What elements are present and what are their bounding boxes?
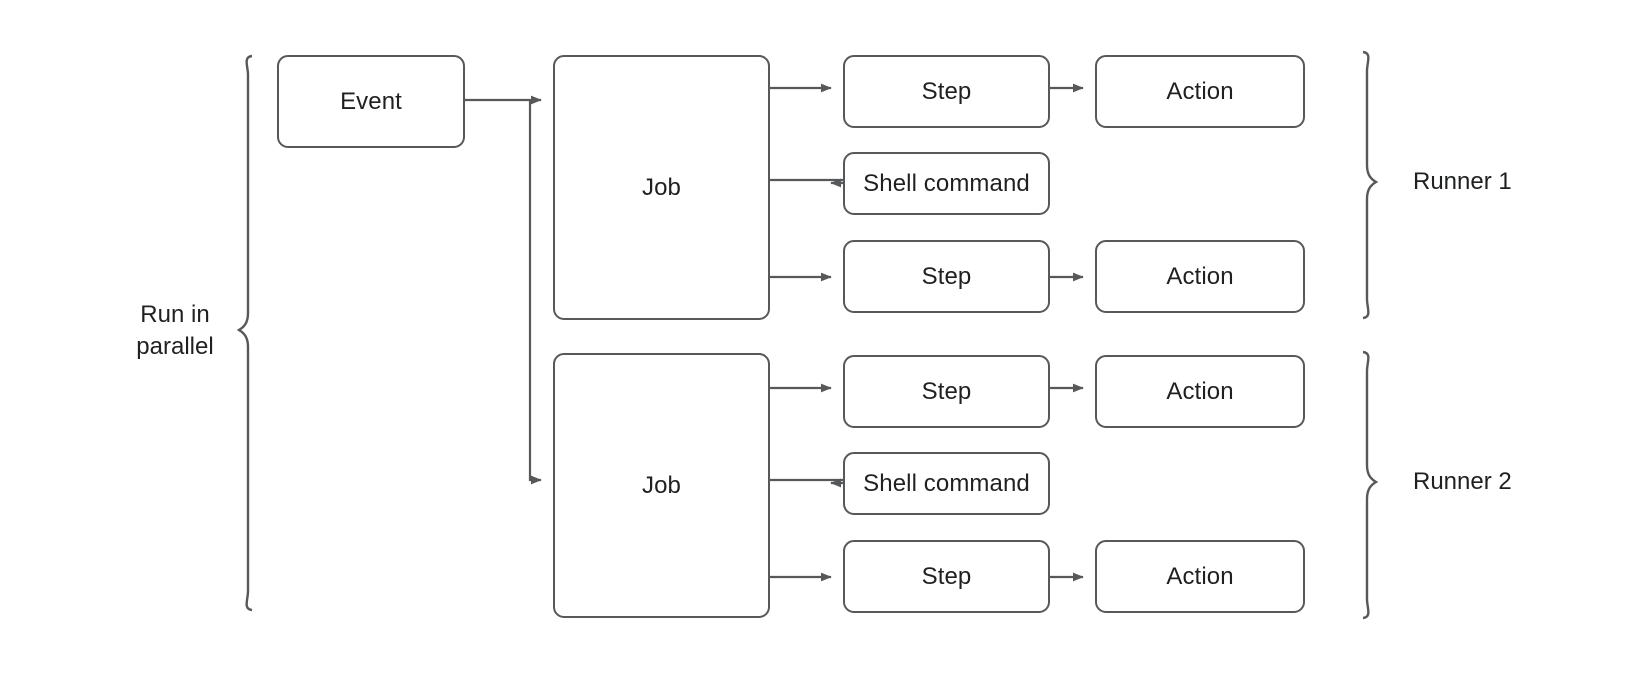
- node-runner1-action-2[interactable]: Action: [1095, 240, 1305, 313]
- group-label-run-in-parallel: Run in parallel: [136, 301, 214, 360]
- node-runner1-action-1-label: Action: [1166, 77, 1234, 105]
- group-label-runner-2: Runner 2: [1413, 468, 1512, 496]
- node-runner2-step-1[interactable]: Step: [843, 355, 1050, 428]
- node-runner2-shell-command-label: Shell command: [863, 469, 1030, 497]
- node-runner1-shell-command-label: Shell command: [863, 169, 1030, 197]
- node-runner1-action-1[interactable]: Action: [1095, 55, 1305, 128]
- node-runner2-action-2-label: Action: [1166, 562, 1234, 590]
- node-runner1-action-2-label: Action: [1166, 262, 1234, 290]
- node-runner2-action-2[interactable]: Action: [1095, 540, 1305, 613]
- node-job-1[interactable]: Job: [553, 55, 770, 320]
- node-runner2-step-1-label: Step: [921, 377, 972, 405]
- node-runner1-step-2[interactable]: Step: [843, 240, 1050, 313]
- node-runner2-action-1[interactable]: Action: [1095, 355, 1305, 428]
- group-label-runner-1: Runner 1: [1413, 168, 1512, 196]
- edge-event-to-job2: [528, 100, 542, 485]
- node-runner2-step-2[interactable]: Step: [843, 540, 1050, 613]
- node-job-1-label: Job: [642, 173, 681, 201]
- brace-runner-2: [1362, 350, 1379, 620]
- node-runner2-action-1-label: Action: [1166, 377, 1234, 405]
- node-runner1-step-1[interactable]: Step: [843, 55, 1050, 128]
- node-event[interactable]: Event: [277, 55, 465, 148]
- node-event-label: Event: [340, 87, 402, 115]
- node-runner2-step-2-label: Step: [921, 562, 972, 590]
- node-runner1-step-2-label: Step: [921, 262, 972, 290]
- node-job-2[interactable]: Job: [553, 353, 770, 618]
- node-runner1-shell-command[interactable]: Shell command: [843, 152, 1050, 215]
- brace-runner-1: [1362, 50, 1379, 320]
- node-runner2-shell-command[interactable]: Shell command: [843, 452, 1050, 515]
- node-runner1-step-1-label: Step: [921, 77, 972, 105]
- node-job-2-label: Job: [642, 471, 681, 499]
